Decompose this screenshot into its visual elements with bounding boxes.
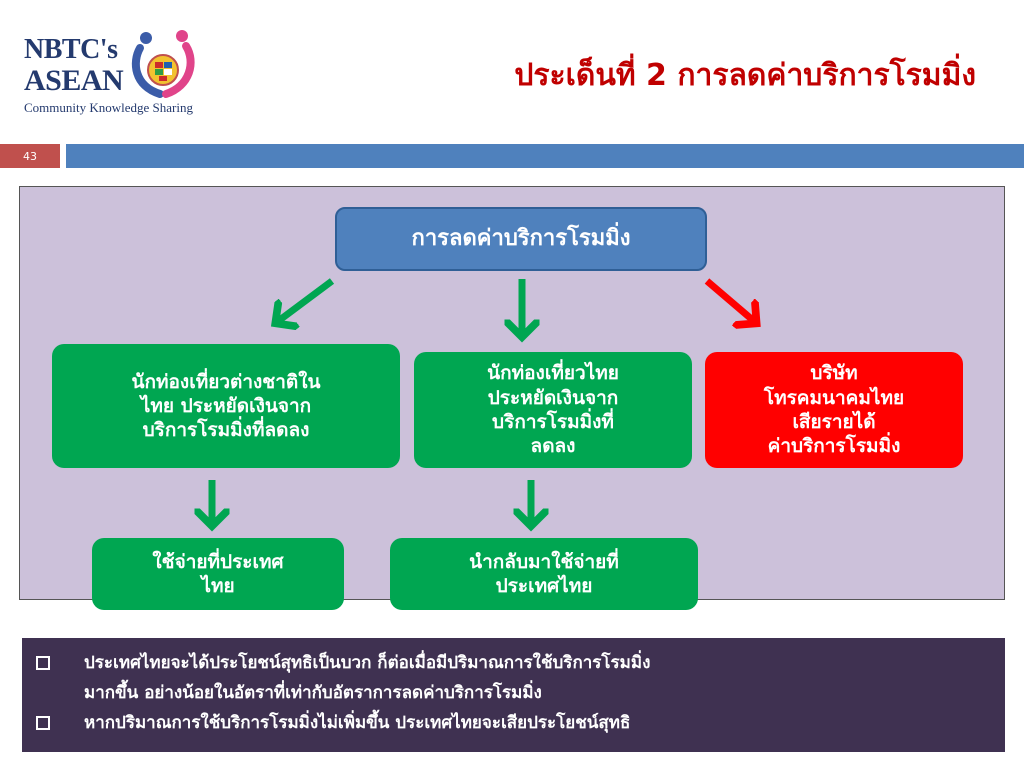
note-item: ประเทศไทยจะได้ประโยชน์สุทธิเป็นบวก ก็ต่อ… bbox=[36, 648, 991, 708]
note-item: หากปริมาณการใช้บริการโรมมิ่งไม่เพิ่มขึ้น… bbox=[36, 708, 991, 738]
checkbox-bullet-icon bbox=[36, 716, 50, 730]
spend-in-thailand-box: ใช้จ่ายที่ประเทศ ไทย bbox=[92, 538, 344, 610]
thai-telecom-box: บริษัท โทรคมนาคมไทย เสียรายได้ ค่าบริการ… bbox=[705, 352, 963, 468]
logo-text-asean: ASEAN bbox=[24, 64, 124, 97]
checkbox-bullet-icon bbox=[36, 656, 50, 670]
note-text: ประเทศไทยจะได้ประโยชน์สุทธิเป็นบวก ก็ต่อ… bbox=[84, 653, 651, 703]
bring-back-spend-box: นำกลับมาใช้จ่ายที่ ประเทศไทย bbox=[390, 538, 698, 610]
thai-tourists-box: นักท่องเที่ยวไทย ประหยัดเงินจาก บริการโร… bbox=[414, 352, 692, 468]
foreign-tourists-box: นักท่องเที่ยวต่างชาติใน ไทย ประหยัดเงินจ… bbox=[52, 344, 400, 468]
slide-number: 43 bbox=[0, 144, 60, 168]
slide-title: ประเด็นที่ 2 การลดค่าบริการโรมมิ่ง bbox=[514, 58, 976, 93]
notes-box: ประเทศไทยจะได้ประโยชน์สุทธิเป็นบวก ก็ต่อ… bbox=[22, 638, 1005, 752]
logo-tagline: Community Knowledge Sharing bbox=[24, 100, 193, 115]
logo-text-nbtc: NBTC's bbox=[24, 34, 118, 65]
header-bar bbox=[66, 144, 1024, 168]
nbtc-asean-logo: NBTC's ASEAN Community Knowledge Sharing bbox=[22, 28, 202, 128]
roaming-reduction-box: การลดค่าบริการโรมมิ่ง bbox=[335, 207, 707, 271]
asean-people-emblem-icon bbox=[131, 30, 195, 98]
note-text: หากปริมาณการใช้บริการโรมมิ่งไม่เพิ่มขึ้น… bbox=[84, 713, 631, 733]
